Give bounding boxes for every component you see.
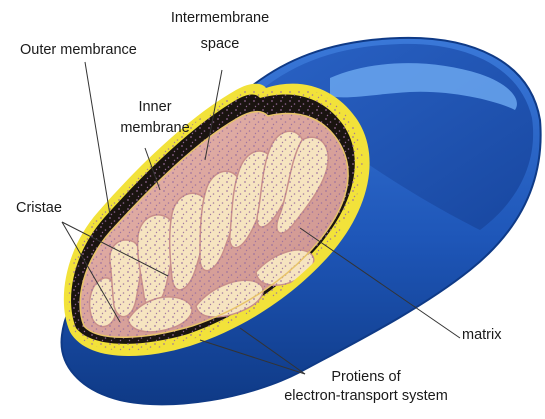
label-intermembrane-line2: space: [150, 36, 290, 53]
label-cristae: Cristae: [16, 200, 62, 217]
label-inner-membrane: Inner membrane: [110, 99, 200, 137]
label-proteins: Protiens of electron-transport system: [266, 369, 466, 405]
label-outer-membrane: Outer membrance: [20, 42, 137, 59]
leader-outer-membrane: [85, 62, 110, 215]
label-proteins-line1: Protiens of: [266, 369, 466, 386]
label-intermembrane-line1: Intermembrane: [150, 10, 290, 27]
label-intermembrane-space: Intermembrane space: [150, 10, 290, 53]
label-inner-membrane-line2: membrane: [110, 120, 200, 137]
label-outer-membrane-text: Outer membrance: [20, 42, 137, 59]
label-inner-membrane-line1: Inner: [110, 99, 200, 116]
label-proteins-line2: electron-transport system: [266, 388, 466, 405]
label-matrix-text: matrix: [462, 327, 501, 344]
label-cristae-text: Cristae: [16, 200, 62, 217]
label-matrix: matrix: [462, 327, 501, 344]
